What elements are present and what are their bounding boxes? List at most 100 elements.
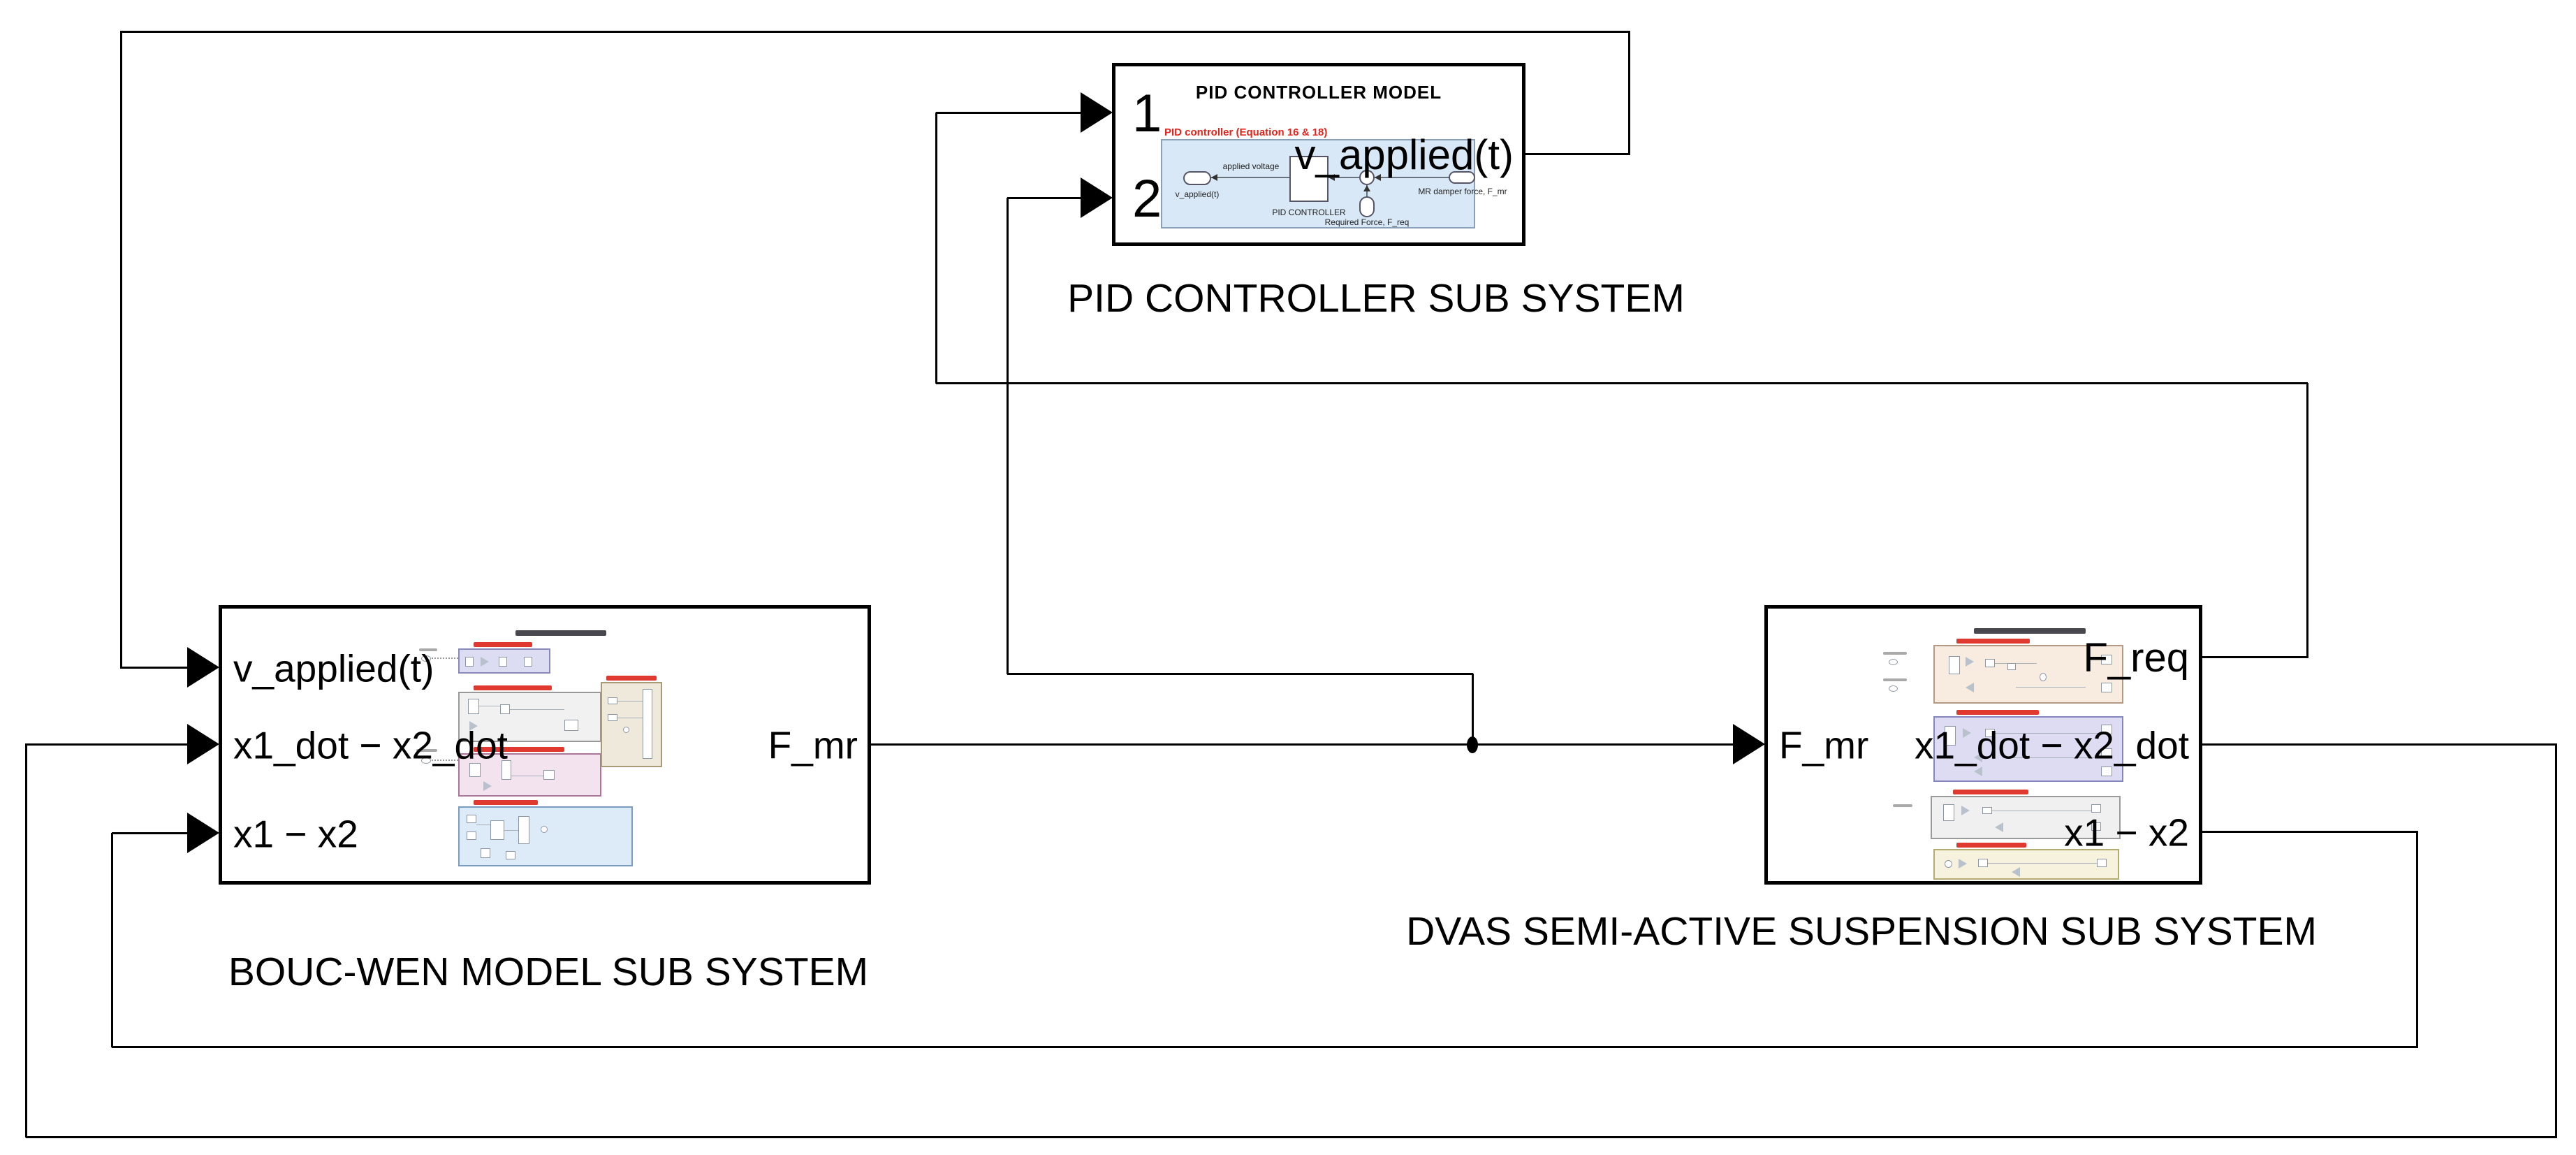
dvas-thumb-port2-oval	[1889, 685, 1898, 692]
boucwen-thumb-title-bar	[515, 630, 606, 636]
wire-x1x2-in-stub[interactable]	[112, 832, 189, 834]
dvas-thumb-caption1	[1956, 639, 2030, 644]
pid-mini-damper-label: MR damper force, F_mr	[1418, 187, 1507, 196]
wire-freq-up[interactable]	[2306, 383, 2308, 658]
boucwen-thumb-panel-pink	[458, 753, 601, 797]
port-arrow-pid-in2	[1081, 177, 1113, 218]
dvas-thumb-caption4	[1956, 843, 2026, 848]
dvas-thumb-caption3	[1953, 790, 2028, 794]
wire-junction-dot	[1467, 736, 1478, 753]
pid-mini-arrow4	[1363, 185, 1370, 191]
pid-mini-outport-label: v_applied(t)	[1175, 189, 1220, 199]
dvas-thumb-title-bar	[1974, 628, 2086, 634]
pid-inport-2-label: 2	[1132, 169, 1162, 228]
pid-mini-arrow1	[1211, 174, 1217, 181]
wire-x1x2-up[interactable]	[111, 833, 113, 1047]
dvas-out1-label: F_req	[2083, 635, 2189, 681]
pid-mini-wire4	[1366, 185, 1368, 198]
dvas-thumbnail	[1883, 625, 2131, 880]
pid-mini-wire1	[1211, 177, 1289, 178]
dvas-in1-label: F_mr	[1779, 723, 1869, 767]
wire-vapplied-down-left[interactable]	[120, 31, 122, 669]
wire-fmr-tap-up[interactable]	[1472, 674, 1474, 744]
dvas-subsystem-block[interactable]: F_mr F_req x1_dot − x2_dot x1 − x2	[1764, 605, 2202, 885]
pid-mini-damper-oval	[1449, 171, 1475, 184]
boucwen-thumb-panel-gray	[458, 692, 601, 742]
wire-x1dot-out-stub[interactable]	[2202, 743, 2557, 746]
wire-freq-out-stub[interactable]	[2202, 656, 2308, 658]
pid-mini-required-oval	[1359, 196, 1375, 217]
pid-controller-subsystem-block[interactable]: PID CONTROLLER MODEL 1 2 v_applied(t) PI…	[1112, 63, 1525, 246]
dvas-thumb-port1-oval	[1889, 659, 1898, 665]
wire-x1dot-bottom[interactable]	[26, 1136, 2557, 1138]
dvas-block-caption[interactable]: DVAS SEMI-ACTIVE SUSPENSION SUB SYSTEM	[1406, 909, 2317, 954]
wire-fmr-main[interactable]	[871, 743, 1734, 746]
port-arrow-dvas-in1	[1733, 724, 1765, 764]
boucwen-thumb-caption1	[474, 642, 532, 647]
pid-mini-signal-label: applied voltage	[1222, 161, 1280, 171]
boucwen-block-caption[interactable]: BOUC-WEN MODEL SUB SYSTEM	[228, 950, 869, 994]
pid-mini-sum-circle	[1359, 170, 1375, 185]
dvas-thumb-panel-cream	[1933, 849, 2119, 880]
dvas-thumb-port1-label-bar	[1883, 652, 1907, 655]
dvas-thumb-panel-gray	[1931, 796, 2121, 839]
port-arrow-pid-in1	[1081, 92, 1113, 133]
pid-inner-panel: v_applied(t) applied voltage PID CONTROL…	[1161, 139, 1507, 228]
boucwen-subsystem-block[interactable]: v_applied(t) x1_dot − x2_dot x1 − x2 F_m…	[219, 605, 871, 885]
dvas-thumb-panel-lavender	[1933, 716, 2123, 782]
boucwen-thumb-port1-dash	[432, 658, 458, 659]
pid-mini-controller-rect	[1289, 156, 1329, 202]
boucwen-in2-label: x1_dot − x2_dot	[233, 723, 508, 767]
wire-fmr-tap-stub[interactable]	[1007, 197, 1082, 199]
wire-fmr-tap-left[interactable]	[1007, 673, 1473, 675]
boucwen-thumb-caption2	[474, 685, 552, 690]
wire-freq-across[interactable]	[936, 382, 2308, 384]
pid-outport-label: v_applied(t)	[1294, 131, 1514, 178]
port-arrow-boucwen-in1	[187, 647, 219, 688]
wire-vapplied-out-stub[interactable]	[1525, 153, 1630, 155]
boucwen-thumb-port1-label-bar	[419, 648, 437, 651]
boucwen-thumb-panel-lavender	[458, 648, 550, 674]
pid-inner-heading: PID controller (Equation 16 & 18)	[1164, 126, 1328, 138]
wire-vapplied-top[interactable]	[121, 31, 1630, 33]
pid-mini-arrow3	[1375, 174, 1381, 181]
boucwen-in1-label: v_applied(t)	[233, 646, 434, 690]
wire-x1dot-down[interactable]	[2555, 743, 2557, 1138]
wire-x1dot-up[interactable]	[25, 743, 27, 1138]
dvas-thumb-port3-label-bar	[1893, 804, 1912, 807]
pid-mini-required-label: Required Force, F_req	[1324, 217, 1410, 227]
boucwen-thumbnail	[416, 626, 662, 871]
boucwen-thumb-caption4	[474, 800, 538, 805]
port-arrow-boucwen-in3	[187, 813, 219, 853]
wire-x1x2-down[interactable]	[2416, 831, 2418, 1048]
boucwen-thumb-panel-beige	[601, 682, 662, 767]
boucwen-thumb-port2-dash	[432, 760, 458, 761]
wire-x1x2-out-stub[interactable]	[2202, 831, 2418, 833]
pid-mini-outport-oval	[1183, 171, 1211, 185]
pid-mini-wire3	[1375, 177, 1449, 178]
boucwen-thumb-caption5	[606, 676, 657, 681]
wire-freq-up-left[interactable]	[935, 112, 937, 384]
dvas-out3-label: x1 − x2	[2064, 811, 2189, 855]
dvas-out2-label: x1_dot − x2_dot	[1915, 723, 2189, 767]
wire-x1x2-bottom[interactable]	[112, 1046, 2418, 1048]
dvas-thumb-port2-label-bar	[1883, 678, 1907, 681]
wire-vapplied-in-stub[interactable]	[121, 667, 189, 669]
wire-vapplied-up[interactable]	[1628, 31, 1630, 155]
boucwen-in3-label: x1 − x2	[233, 812, 358, 856]
wire-fmr-tap-up2[interactable]	[1007, 198, 1009, 674]
boucwen-thumb-port2-oval	[421, 757, 431, 764]
dvas-thumb-caption2	[1956, 710, 2039, 715]
pid-mini-controller-label: PID CONTROLLER	[1272, 208, 1346, 217]
boucwen-thumb-port1-oval	[421, 655, 431, 662]
pid-block-title: PID CONTROLLER MODEL	[1195, 82, 1442, 103]
wire-x1dot-in-stub[interactable]	[26, 743, 189, 746]
pid-mini-wire2	[1329, 177, 1359, 178]
boucwen-thumb-caption3	[474, 747, 564, 752]
pid-inport-1-label: 1	[1132, 84, 1162, 143]
dvas-thumb-panel-linen	[1933, 645, 2123, 704]
wire-freq-in-stub[interactable]	[936, 112, 1082, 114]
pid-block-caption[interactable]: PID CONTROLLER SUB SYSTEM	[1067, 276, 1685, 321]
boucwen-out1-label: F_mr	[768, 723, 858, 767]
